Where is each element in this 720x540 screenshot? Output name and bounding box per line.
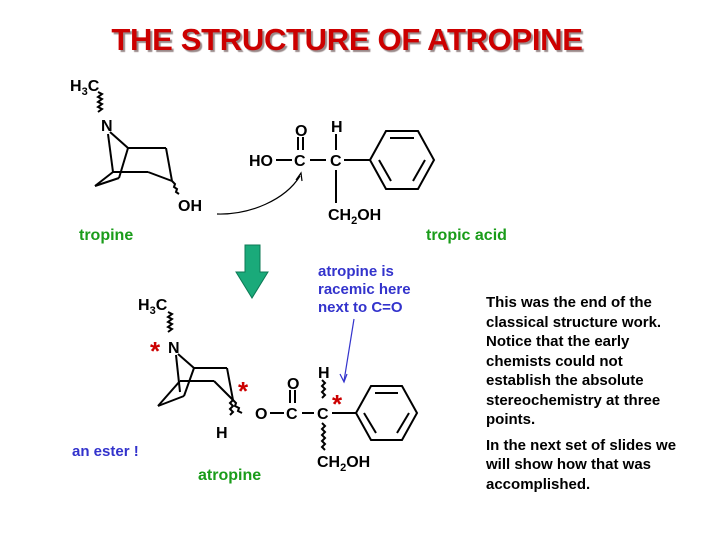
atropine-methyl-label: H3C — [138, 297, 168, 317]
stereocenter-star-icon: * — [150, 336, 161, 366]
ester-oxygen: O — [255, 406, 267, 423]
carbonyl-oxygen: O — [295, 123, 307, 140]
ester-carbonyl-oxygen: O — [287, 376, 299, 393]
stereocenter-star-icon: * — [332, 389, 343, 419]
explanation-text: This was the end of the classical struct… — [486, 294, 677, 493]
tropine-structure — [94, 91, 303, 215]
alpha-hydrogen: H — [331, 119, 343, 136]
atropine-nitrogen: N — [168, 340, 180, 357]
page-title: THE STRUCTURE OF ATROPINE — [111, 22, 583, 57]
nitrogen-atom: N — [101, 118, 113, 135]
atropine-ch2oh-group: CH2OH — [317, 454, 370, 474]
atropine-ring-hydrogen: H — [216, 425, 228, 442]
tropic-acid-structure — [276, 130, 436, 203]
racemic-note: atropine is racemic here next to C=O — [318, 263, 411, 316]
stereocenter-star-icon: * — [238, 376, 249, 406]
tropic-acid-label: tropic acid — [426, 227, 507, 244]
tropine-label: tropine — [79, 227, 134, 244]
atropine-structure — [157, 311, 419, 451]
alpha-carbon: C — [330, 153, 342, 170]
hydroxyl-group: OH — [178, 198, 202, 215]
ho-group: HO — [249, 153, 273, 170]
racemic-pointer-arrow — [339, 318, 355, 384]
atropine-label: atropine — [198, 467, 262, 484]
atropine-alpha-hydrogen: H — [318, 365, 330, 382]
ch2oh-group: CH2OH — [328, 207, 381, 227]
reaction-arrow-icon — [235, 244, 269, 299]
carboxyl-carbon: C — [294, 153, 306, 170]
methyl-label: H3C — [70, 78, 100, 98]
ester-note: an ester ! — [72, 443, 139, 460]
ester-carbon: C — [286, 406, 298, 423]
atropine-alpha-carbon: C — [317, 406, 329, 423]
